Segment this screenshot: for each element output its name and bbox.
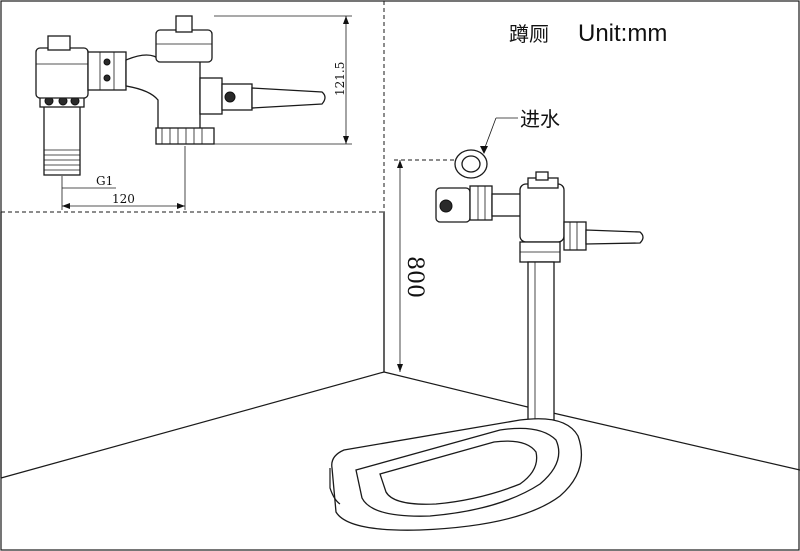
height-valve-label: 121.5 [333,62,347,96]
thread-label: G1 [96,174,113,188]
unit-label: Unit:mm [578,20,667,47]
detail-dimensions [61,15,352,210]
squat-toilet [329,418,582,531]
thread-lines [44,149,80,171]
height-dimension [394,159,468,372]
inlet-label: 进水 [520,107,560,131]
length-label: 120 [112,192,135,206]
installation-height-label: 800 [402,256,427,298]
product-name: 蹲厕 [509,22,549,46]
installed-flush-valve [435,149,644,263]
flush-valve-detail-drawing [35,15,326,176]
vertical-pipe [527,261,555,421]
